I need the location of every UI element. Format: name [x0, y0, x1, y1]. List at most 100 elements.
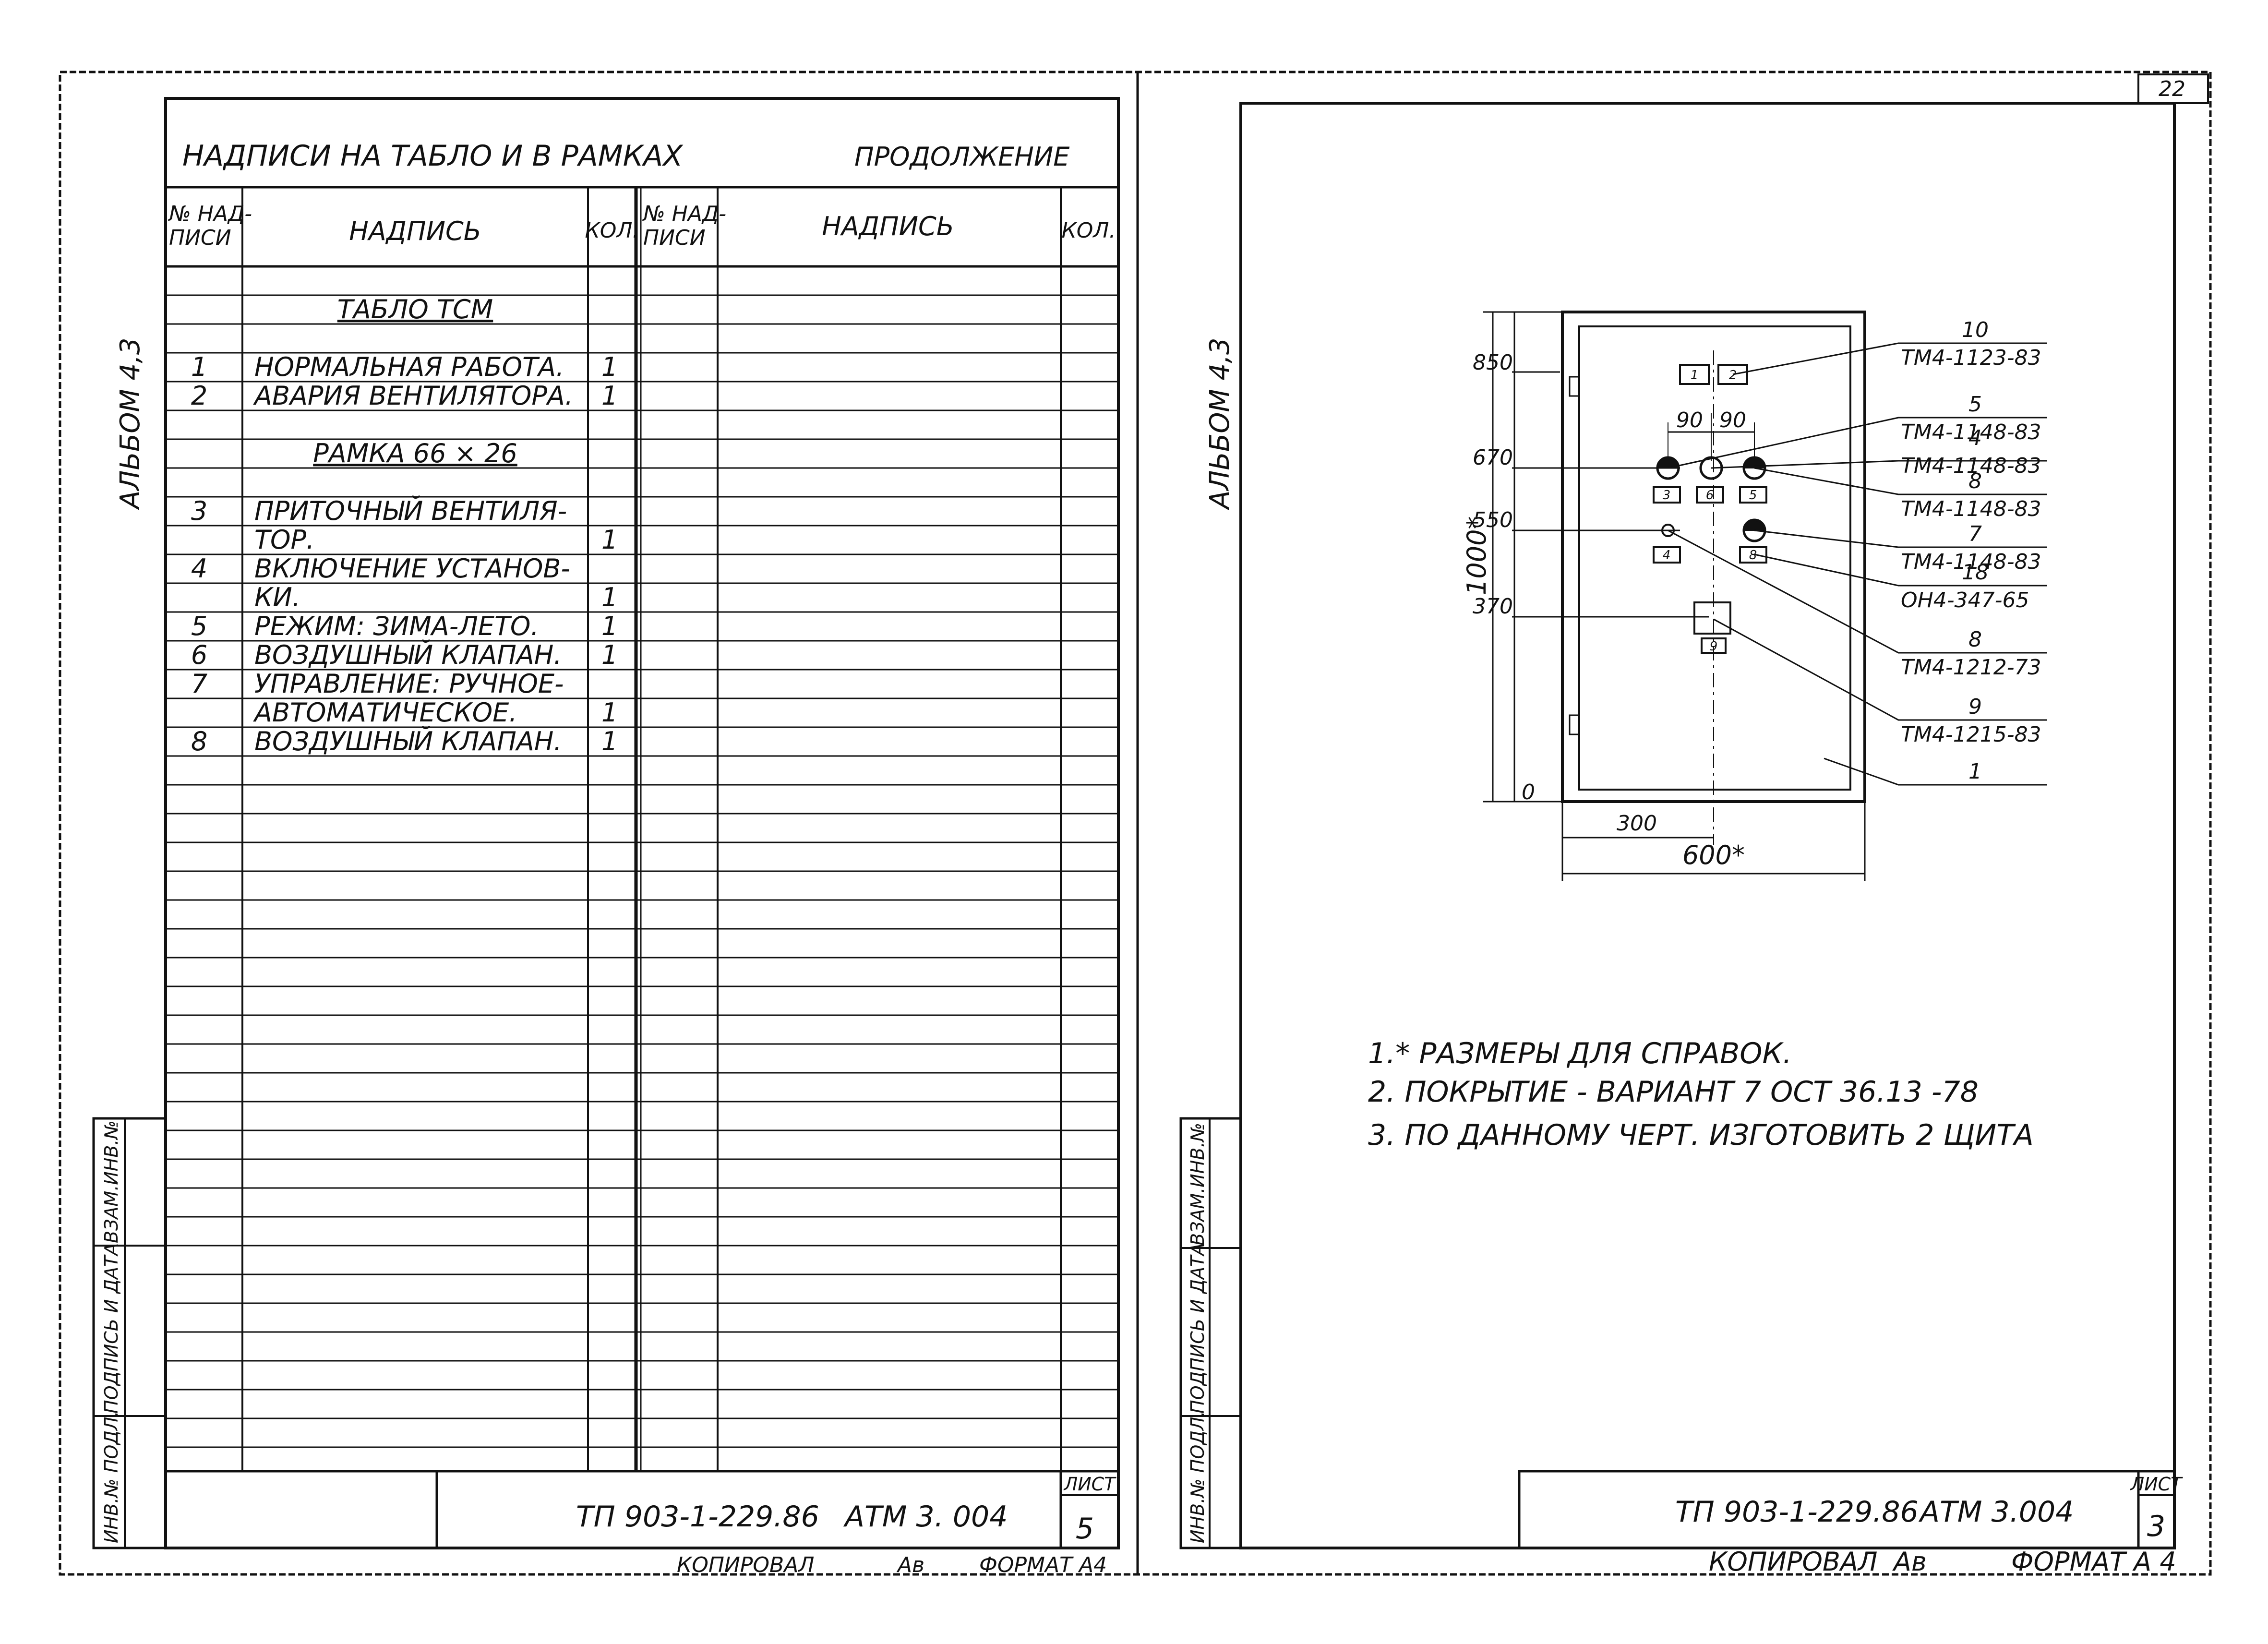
frame-label: 1 [1691, 368, 1699, 383]
switch-7 [1661, 524, 1675, 537]
left-album-label: АЛЬБОМ 4,3 [115, 337, 146, 510]
right-footer-format: ФОРМАТ А 4 [2011, 1547, 2176, 1577]
frame-label: 5 [1749, 488, 1757, 503]
width-dim: 600* [1682, 840, 1745, 870]
frame-label: 6 [1706, 488, 1714, 503]
right-footer-copied: КОПИРОВАЛ [1709, 1547, 1878, 1577]
left-footer-format: ФОРМАТ А4 [979, 1553, 1107, 1577]
level-670: 670 [1473, 445, 1513, 470]
hinge-bottom [1569, 714, 1580, 735]
callout-number: 18 [1962, 560, 1989, 585]
callout: 1 [1968, 759, 1982, 784]
level-550: 550 [1473, 508, 1513, 532]
left-side-stamp [92, 1117, 167, 1549]
left-footer-signature: Ав [896, 1553, 924, 1577]
right-title-doc: АТМ 3.004 [1918, 1495, 2074, 1529]
row-text: ВКЛЮЧЕНИЕ УСТАНОВ- [254, 553, 570, 584]
row-number: 1 [191, 352, 207, 382]
row-text: АВТОМАТИЧЕСКОЕ. [253, 697, 517, 728]
row-text: АВАРИЯ ВЕНТИЛЯТОРА. [253, 381, 573, 411]
row-number: 7 [191, 669, 207, 699]
table-row: ТОР. 1 [254, 525, 618, 555]
spacing-dim-1: 90 [1676, 408, 1703, 432]
left-title-code: ТП 903-1-229.86 [576, 1500, 819, 1534]
row-text: ВОЗДУШНЫЙ КЛАПАН. [254, 726, 562, 756]
col-text-header-2: НАДПИСЬ [822, 211, 954, 241]
table-row: РАМКА 66 × 26 [313, 438, 517, 468]
left-sheet-label: ЛИСТ [1063, 1474, 1117, 1495]
right-stamp-sign: ПОДПИСЬ И ДАТА [1187, 1243, 1208, 1414]
left-stamp-inv: ИНВ.№ ПОДЛ. [101, 1411, 122, 1543]
col-num-header-2a: № НАД- [642, 202, 726, 226]
left-frame [164, 97, 1120, 1549]
level-370: 370 [1473, 594, 1513, 619]
table-row: ТАБЛО ТСМ [337, 294, 493, 324]
note-3: 3. ПО ДАННОМУ ЧЕРТ. ИЗГОТОВИТЬ 2 ЩИТА [1368, 1118, 2034, 1152]
half-width-dim: 300 [1617, 811, 1657, 836]
col-text-header-1: НАДПИСЬ [349, 216, 481, 246]
device-9 [1693, 601, 1731, 635]
row-number: 4 [191, 553, 207, 584]
right-stamp-inv: ИНВ.№ ПОДЛ. [1187, 1411, 1208, 1543]
frame-label: 2 [1729, 368, 1737, 383]
row-number: 2 [191, 381, 207, 411]
callout-code: ТМ4-1148-83 [1901, 454, 2041, 478]
row-number: 5 [191, 611, 207, 641]
callout-code: ТМ4-1148-83 [1901, 420, 2041, 444]
lamp-7 [1742, 518, 1766, 542]
callout-number: 1 [1968, 759, 1982, 784]
left-title-doc: АТМ 3. 004 [843, 1500, 1008, 1534]
spacing-dim-2: 90 [1719, 408, 1746, 432]
table-row: 4 ВКЛЮЧЕНИЕ УСТАНОВ- [191, 553, 570, 584]
row-text: ПРИТОЧНЫЙ ВЕНТИЛЯ- [254, 496, 567, 526]
row-qty: 1 [601, 525, 618, 555]
row-text: ТАБЛО ТСМ [337, 294, 493, 324]
col-num-header-1a: № НАД- [168, 202, 252, 226]
cabinet-drawing [1483, 311, 2047, 881]
note-1: 1.* РАЗМЕРЫ ДЛЯ СПРАВОК. [1368, 1037, 1792, 1070]
row-qty: 1 [601, 697, 618, 728]
callout-number: 10 [1962, 318, 1989, 342]
row-number: 6 [191, 640, 207, 670]
callout-number: 9 [1968, 695, 1982, 719]
right-footer-signature: Ав [1892, 1547, 1927, 1577]
right-page: АЛЬБОМ 4,3 [1179, 102, 2184, 1577]
left-stamp-vzam: ВЗАМ.ИНВ.№ [101, 1120, 122, 1243]
right-title-code: ТП 903-1-229.86 [1675, 1495, 1919, 1529]
col-qty-header-1: КОЛ. [585, 218, 639, 243]
callout-number: 4 [1968, 426, 1982, 450]
row-text: ТОР. [254, 525, 314, 555]
device-10b [1717, 364, 1748, 385]
right-sheet-number: 3 [2147, 1510, 2165, 1543]
left-sheet-number: 5 [1076, 1512, 1094, 1546]
height-dim: 1000* [1462, 516, 1492, 595]
table-row: 7 УПРАВЛЕНИЕ: РУЧНОЕ- [191, 669, 564, 699]
row-text: УПРАВЛЕНИЕ: РУЧНОЕ- [254, 669, 564, 699]
level-0: 0 [1522, 780, 1535, 804]
right-sheet-label: ЛИСТ [2130, 1474, 2184, 1495]
right-frame [1239, 102, 2176, 1549]
callout-code: ТМ4-1148-83 [1901, 550, 2041, 574]
sheet-number-top: 22 [2159, 77, 2185, 101]
row-text: РЕЖИМ: ЗИМА-ЛЕТО. [254, 611, 539, 641]
note-2: 2. ПОКРЫТИЕ - ВАРИАНТ 7 ОСТ 36.13 -78 [1368, 1075, 1979, 1109]
right-stamp-vzam: ВЗАМ.ИНВ.№ [1187, 1123, 1208, 1246]
table-row: 5 РЕЖИМ: ЗИМА-ЛЕТО. 1 [191, 611, 618, 641]
col-qty-header-2: КОЛ. [1062, 218, 1116, 243]
col-num-header-1b: ПИСИ [169, 226, 231, 250]
callout-number: 5 [1968, 392, 1982, 417]
row-qty: 1 [601, 611, 618, 641]
row-text: РАМКА 66 × 26 [313, 438, 517, 468]
frame-label: 8 [1749, 548, 1757, 563]
right-side-stamp [1179, 1117, 1242, 1549]
row-text: КИ. [254, 582, 300, 612]
hinge-top [1569, 376, 1580, 397]
row-qty: 1 [601, 352, 618, 382]
table-row: КИ.1 [254, 582, 618, 612]
